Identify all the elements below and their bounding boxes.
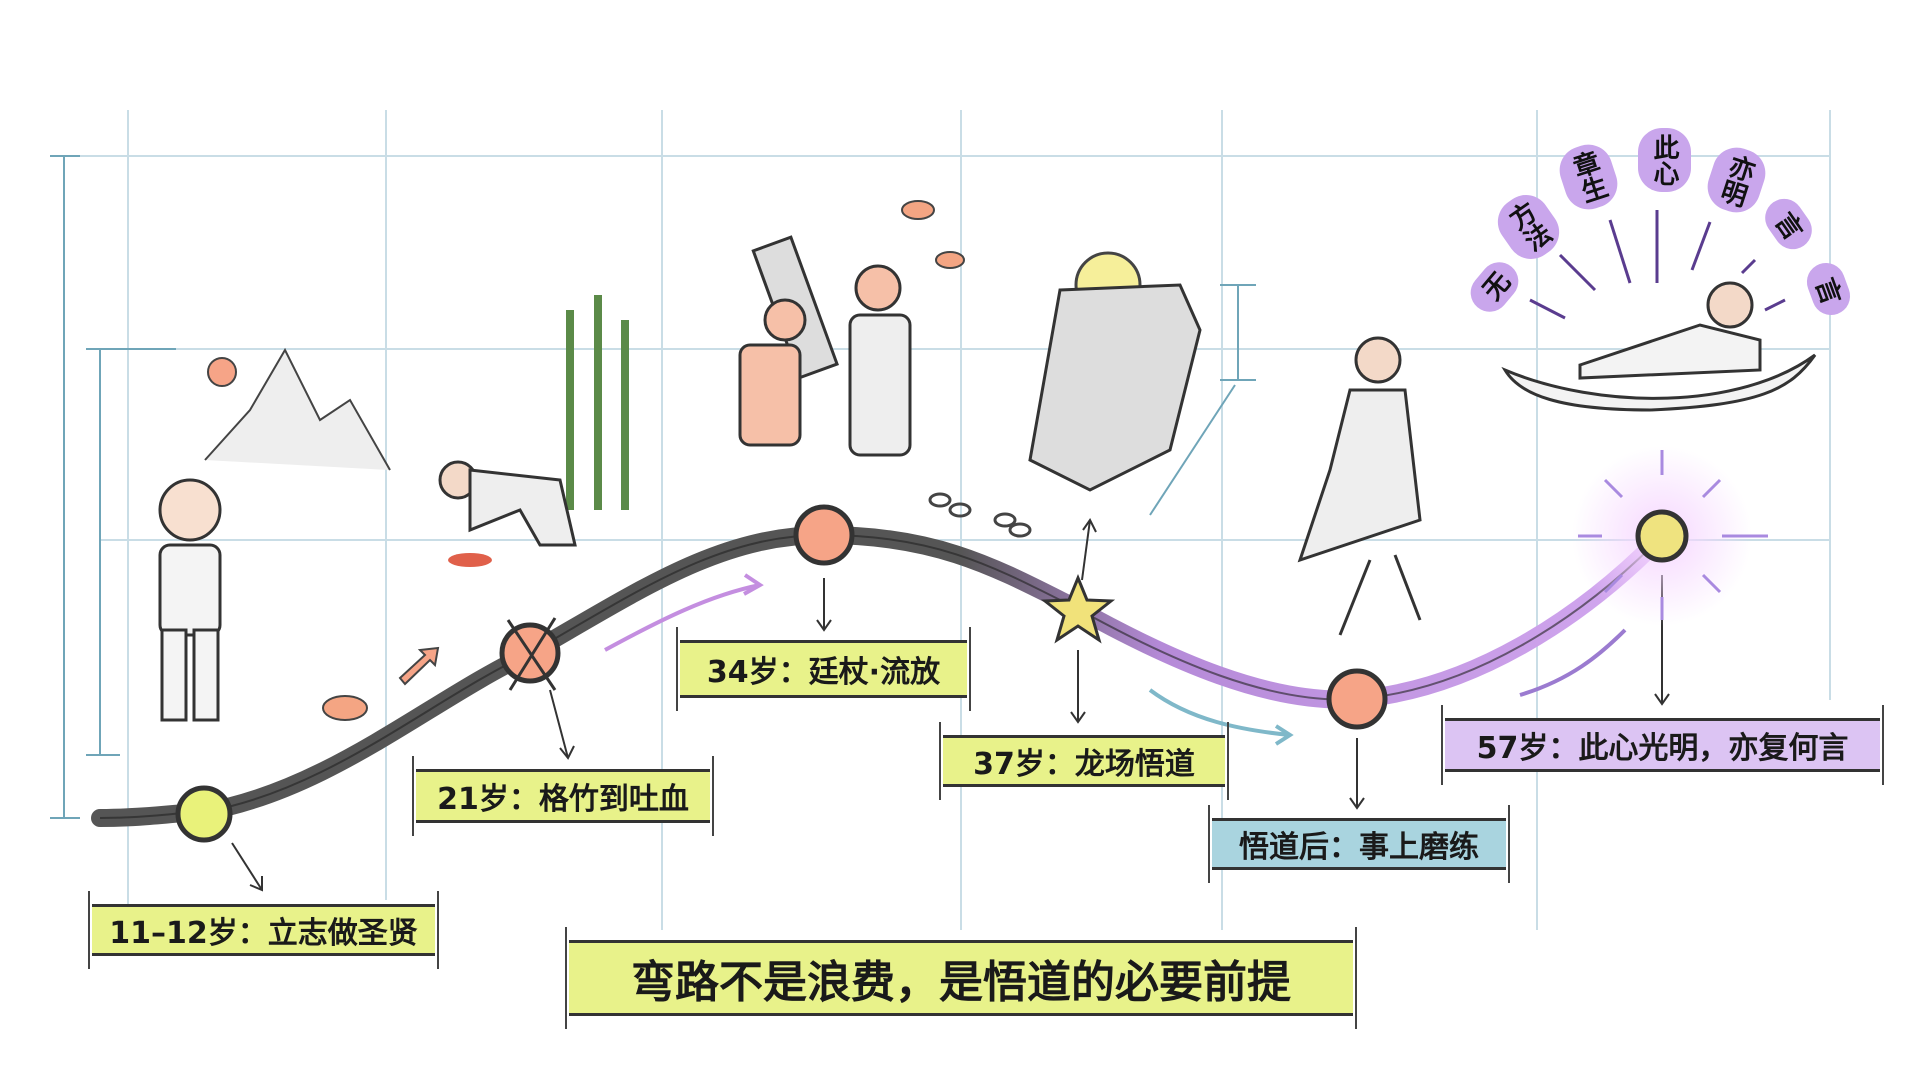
- broken-chain-icon: [928, 492, 1032, 538]
- conclusion-banner: 弯路不是浪费，是悟道的必要前提: [565, 927, 1357, 1029]
- bird-icon: [322, 200, 965, 721]
- milestone-label-21: 21岁：格竹到吐血: [412, 756, 714, 836]
- bamboo-icon: [566, 295, 629, 510]
- dimension-lines: [50, 155, 1256, 819]
- boat-sage-icon: [1501, 281, 1817, 412]
- milestone-nodes: [175, 504, 1689, 843]
- flow-arrows: [604, 573, 1627, 746]
- milestone-label-57: 57岁：此心光明，亦复何言: [1441, 705, 1884, 785]
- star-icon: [1040, 574, 1116, 644]
- flogging-scene-icon: [738, 235, 912, 457]
- node-57: [1635, 509, 1689, 563]
- word-bubble: 此心: [1638, 128, 1691, 192]
- radiating-rays: [1529, 210, 1786, 320]
- node-34: [793, 504, 855, 566]
- glowing-sun-icon: [1578, 450, 1768, 620]
- milestone-label-37: 37岁：龙场悟道: [939, 722, 1229, 800]
- milestone-label-34: 34岁：廷杖·流放: [676, 627, 971, 711]
- node-post-enlightenment: [1326, 668, 1388, 730]
- milestone-label-post-enlightenment: 悟道后：事上磨练: [1208, 805, 1510, 883]
- kneeling-man-icon: [438, 460, 577, 567]
- mountain-sun-icon: [204, 347, 391, 471]
- milestone-label-11-12: 11–12岁：立志做圣贤: [88, 891, 439, 969]
- walking-scholar-icon: [1297, 336, 1422, 636]
- grid: [50, 110, 1831, 930]
- child-scholar-icon: [158, 478, 222, 722]
- coffin-icon: [1028, 283, 1202, 492]
- node-11-12: [175, 785, 233, 843]
- arrow-up-icon: [398, 646, 440, 686]
